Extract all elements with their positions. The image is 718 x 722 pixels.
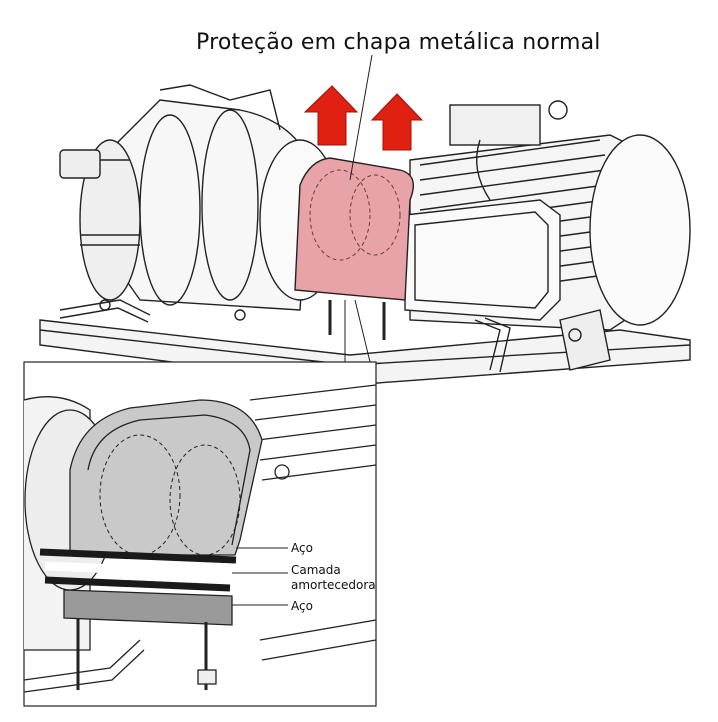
label-inner-steel: Aço [291, 599, 313, 613]
coupling-guard-highlight [294, 157, 414, 340]
title-leader-line [349, 54, 373, 181]
upward-arrows [303, 85, 424, 151]
label-damping-layer-line2: amortecedora [291, 578, 376, 592]
inset-connector [344, 299, 371, 363]
layer-leader-lines [232, 547, 288, 606]
detail-inset [23, 384, 377, 693]
label-outer-steel: Aço [291, 541, 313, 555]
diagram-title: Proteção em chapa metálica normal [196, 30, 601, 55]
label-damping-layer-line1: Camada [291, 563, 341, 577]
